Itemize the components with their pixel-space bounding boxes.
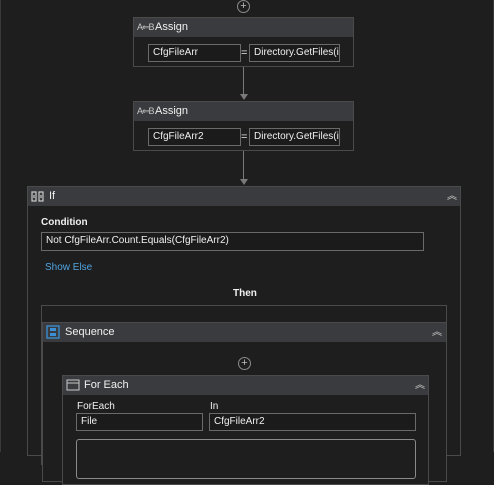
sequence-header: Sequence ︽ xyxy=(43,323,446,342)
add-activity-icon[interactable]: + xyxy=(238,357,251,370)
sequence-activity[interactable]: Sequence ︽ + For Each ︽ ForEach File In … xyxy=(42,322,447,485)
assign-header: A⇐B Assign xyxy=(134,102,353,121)
activity-title: If xyxy=(49,190,56,202)
assign-icon: A⇐B xyxy=(137,22,155,32)
connector-arrow-icon xyxy=(240,94,248,100)
connector-line xyxy=(243,151,244,179)
condition-label: Condition xyxy=(41,217,88,228)
sequence-icon xyxy=(46,325,60,342)
assign-value-field[interactable]: Directory.GetFiles(i xyxy=(249,128,340,146)
assign-activity-2[interactable]: A⇐B Assign CfgFileArr2 = Directory.GetFi… xyxy=(133,101,354,151)
activity-title: Assign xyxy=(155,105,189,117)
add-activity-icon[interactable]: + xyxy=(237,0,250,13)
foreach-header: For Each ︽ xyxy=(63,376,428,395)
activity-title: Sequence xyxy=(65,326,115,338)
assign-activity-1[interactable]: A⇐B Assign CfgFileArr = Directory.GetFil… xyxy=(133,17,354,67)
foreach-label: ForEach xyxy=(77,401,115,412)
assign-to-field[interactable]: CfgFileArr xyxy=(148,44,241,62)
connector-arrow-icon xyxy=(240,179,248,185)
if-icon xyxy=(31,190,45,206)
in-collection-field[interactable]: CfgFileArr2 xyxy=(209,413,416,431)
if-activity[interactable]: If ︽ Condition Not CfgFileArr.Count.Equa… xyxy=(27,186,461,485)
collapse-icon[interactable]: ︽ xyxy=(432,327,442,338)
condition-input[interactable]: Not CfgFileArr.Count.Equals(CfgFileArr2) xyxy=(41,232,424,251)
in-label: In xyxy=(210,401,219,412)
assign-to-field[interactable]: CfgFileArr2 xyxy=(148,128,241,146)
activity-title: Assign xyxy=(155,21,189,33)
activity-title: For Each xyxy=(84,379,129,391)
collapse-icon[interactable]: ︽ xyxy=(415,380,425,391)
assign-header: A⇐B Assign xyxy=(134,18,353,37)
assign-value-field[interactable]: Directory.GetFiles(i xyxy=(249,44,340,62)
show-else-link[interactable]: Show Else xyxy=(45,262,93,273)
foreach-item-field[interactable]: File xyxy=(76,413,203,431)
then-label: Then xyxy=(233,288,257,299)
then-container: Sequence ︽ + For Each ︽ ForEach File In … xyxy=(41,305,447,485)
equals-sign: = xyxy=(241,47,248,59)
connector-line xyxy=(243,67,244,94)
assign-icon: A⇐B xyxy=(137,106,155,116)
collapse-icon[interactable]: ︽ xyxy=(447,191,457,202)
equals-sign: = xyxy=(241,131,248,143)
if-header: If ︽ xyxy=(28,187,460,206)
body-drop-area[interactable] xyxy=(76,439,416,479)
foreach-activity[interactable]: For Each ︽ ForEach File In CfgFileArr2 xyxy=(62,375,429,485)
foreach-icon xyxy=(66,379,80,394)
